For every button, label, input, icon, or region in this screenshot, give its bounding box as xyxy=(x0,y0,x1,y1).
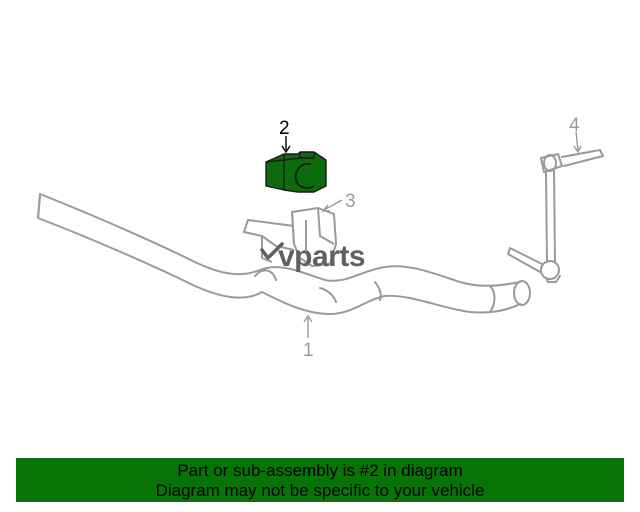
banner-line-1: Part or sub-assembly is #2 in diagram xyxy=(177,461,463,480)
callout-4: 4 xyxy=(569,115,580,136)
callout-1: 1 xyxy=(303,340,314,361)
bushing-highlighted xyxy=(265,151,327,193)
callout-3: 3 xyxy=(345,191,356,212)
leader-lines xyxy=(281,131,582,338)
checkmark-icon xyxy=(260,242,284,260)
watermark-logo: vparts xyxy=(260,240,366,273)
banner-line-2: Diagram may not be specific to your vehi… xyxy=(155,481,485,500)
callout-2: 2 xyxy=(279,118,290,139)
stabilizer-link xyxy=(507,149,604,283)
info-banner: Part or sub-assembly is #2 in diagram Di… xyxy=(16,458,624,502)
stabilizer-bar xyxy=(37,193,531,315)
watermark-text: vparts xyxy=(278,240,365,273)
